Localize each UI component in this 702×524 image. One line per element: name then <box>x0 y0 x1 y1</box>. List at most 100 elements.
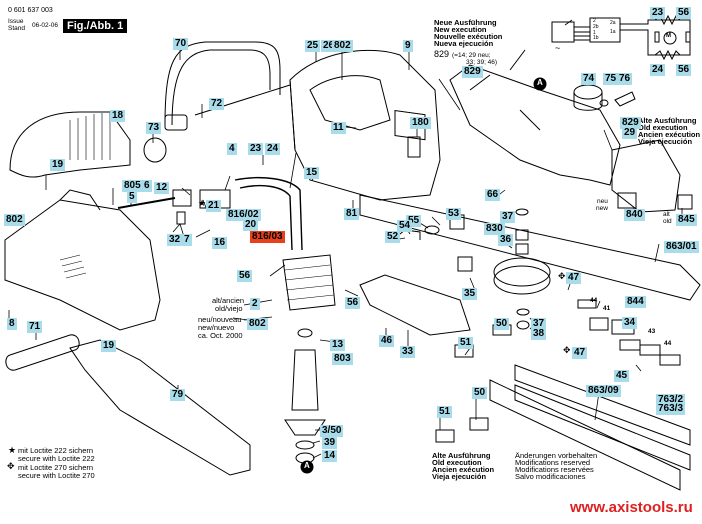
part-label-81: 81 <box>344 208 360 220</box>
part-label-845: 845 <box>676 214 697 226</box>
new-829-ref: 829 <box>434 49 450 59</box>
part-label-76: 76 <box>617 73 633 85</box>
part-label-24-schematic: 24 <box>650 64 666 76</box>
part-label-863-09: 863/09 <box>586 385 621 397</box>
part-label-51-top: 51 <box>458 337 474 349</box>
part-12 <box>172 189 192 207</box>
part-label-7: 7 <box>182 234 192 246</box>
part-label-829-old: 829 <box>620 117 641 129</box>
old-execution-right-de: Alte Ausführung <box>638 116 697 125</box>
terminal-2b: 2b <box>593 24 599 30</box>
part-label-14: 14 <box>322 450 338 462</box>
part-label-46: 46 <box>379 335 395 347</box>
guide-plate-33 <box>359 274 471 336</box>
gear-830 <box>493 257 551 287</box>
part-7 <box>176 211 186 225</box>
ca-oct-2000: ca. Oct. 2000 <box>198 331 243 340</box>
part-label-19-top: 19 <box>50 159 66 171</box>
old-viejo: old/viejo <box>215 304 243 313</box>
part-label-763-3: 763/3 <box>656 403 686 415</box>
old-execution-right-en: Old execution <box>638 123 688 132</box>
part-label-66: 66 <box>485 189 501 201</box>
loctite-270-de: mit Loctite 270 sichern <box>18 463 94 472</box>
side-housing-old <box>611 139 681 213</box>
terminal-1: 1 <box>593 30 596 36</box>
part-label-33: 33 <box>400 346 416 358</box>
part-label-50-top: 50 <box>494 318 510 330</box>
part-label-56-schematic-bottom: 56 <box>676 64 692 76</box>
website-url[interactable]: www.axistools.ru <box>570 499 693 516</box>
part-label-803: 803 <box>332 353 353 365</box>
part-label-9: 9 <box>403 40 413 52</box>
handle-70-foot <box>164 114 188 131</box>
part-label-52: 52 <box>385 231 401 243</box>
part-label-32: 32 <box>167 234 183 246</box>
handle-70-shape <box>164 41 281 126</box>
loctite-270-marker-icon-2: ✥ <box>563 345 571 355</box>
part-label-20: 20 <box>243 219 259 231</box>
cable-23-24 <box>234 177 303 251</box>
knob-74 <box>573 84 603 100</box>
part-label-23-schematic: 23 <box>650 7 666 19</box>
part-label-47-bottom: 47 <box>572 347 588 359</box>
part-label-35: 35 <box>462 288 478 300</box>
part-label-54: 54 <box>397 220 413 232</box>
part-label-72: 72 <box>209 98 225 110</box>
saw-housing-829 <box>449 64 621 186</box>
part-number: 0 601 637 003 <box>8 7 53 14</box>
part-label-29: 29 <box>622 127 638 139</box>
loctite-222-marker-icon: ★ <box>198 198 207 208</box>
field-coil <box>282 254 336 311</box>
part-label-21: 21 <box>206 200 222 212</box>
marker-a-bottom <box>300 460 314 474</box>
part-label-840: 840 <box>624 209 645 221</box>
part-label-74: 74 <box>581 73 597 85</box>
part-180 <box>407 136 421 158</box>
motor-symbol: M <box>666 33 671 39</box>
neu-nouveau: neu/nouveau <box>198 315 242 324</box>
main-housing <box>289 49 441 201</box>
loctite-222-de: mit Loctite 222 sichern <box>18 446 94 455</box>
part-label-71: 71 <box>27 321 43 333</box>
new-execution-fr: Nouvelle exécution <box>434 32 503 41</box>
part-label-75: 75 <box>603 73 619 85</box>
part-label-53: 53 <box>446 208 462 220</box>
part-label-18: 18 <box>110 110 126 122</box>
old-execution-right-fr: Ancien exécution <box>638 130 701 139</box>
old-execution-bottom-es: Vieja ejecución <box>432 472 487 481</box>
stand-label: Stand <box>8 25 25 32</box>
old-execution-bottom-en: Old execution <box>432 458 482 467</box>
alt-ancien: alt/ancien <box>212 296 245 305</box>
part-label-13: 13 <box>330 339 346 351</box>
old-execution-right-es: Vieja ejecución <box>638 137 693 146</box>
part-label-5: 5 <box>127 191 137 203</box>
part-label-3-50: 3/50 <box>320 425 344 437</box>
marker-a-top <box>533 77 547 91</box>
terminal-2a: 2a <box>610 20 616 26</box>
part-label-11: 11 <box>331 122 346 134</box>
part-label-805: 805 <box>122 180 143 192</box>
blade-863-01 <box>359 194 701 301</box>
cable-6 <box>117 197 176 209</box>
part-label-47-top: 47 <box>566 272 582 284</box>
base-plate-79 <box>69 339 251 476</box>
part-label-802-top: 802 <box>332 40 353 52</box>
part-label-830: 830 <box>484 223 505 235</box>
old-arrow-label: old <box>663 218 672 225</box>
part-ref-44-right: 44 <box>664 340 672 347</box>
part-label-802-new: 802 <box>247 318 268 330</box>
part-label-38: 38 <box>531 328 547 340</box>
marker-a-top-text: A <box>537 78 543 87</box>
part-label-6: 6 <box>142 180 152 192</box>
wiring-schematic <box>551 14 691 61</box>
terminal-2: 2 <box>593 18 596 24</box>
old-execution-bottom-de: Alte Ausführung <box>432 451 491 460</box>
roller-71 <box>5 334 80 371</box>
terminal-1a: 1a <box>610 29 616 35</box>
new-829-detail-1: (=14; 29 neu; <box>452 52 491 59</box>
part-label-79: 79 <box>170 389 186 401</box>
new-execution-es: Nueva ejecución <box>434 39 494 48</box>
part-ref-41: 41 <box>603 305 611 312</box>
